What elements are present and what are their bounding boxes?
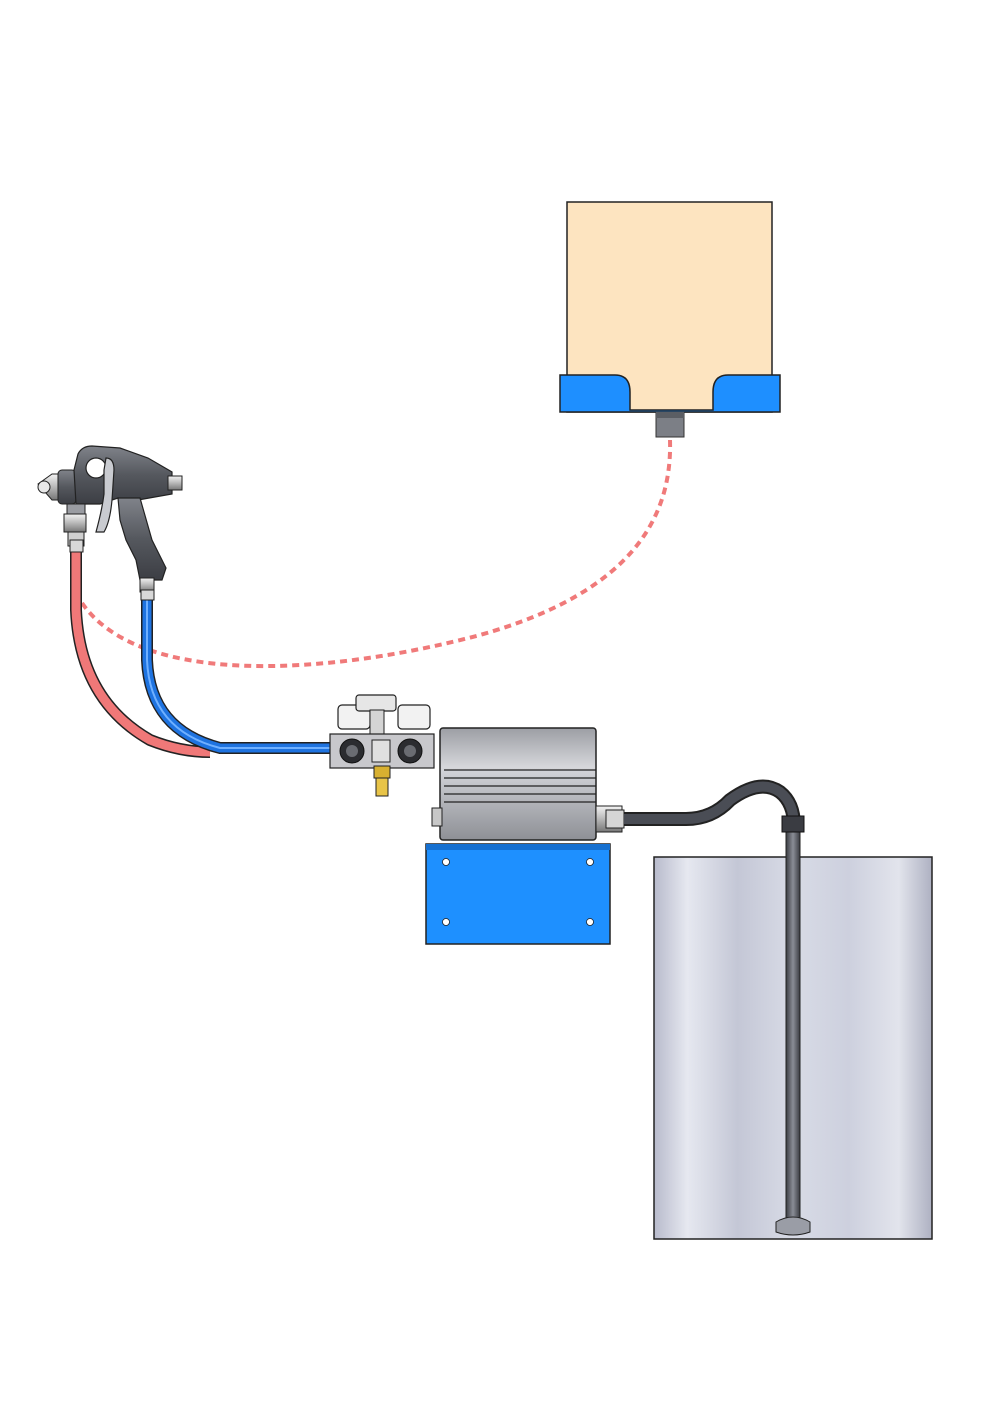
spray-gun-icon [37, 445, 183, 593]
red-fluid-hose [69, 539, 211, 758]
pressure-gauge-manifold [329, 694, 435, 797]
material-container [559, 201, 781, 438]
container-tray [559, 374, 781, 413]
suction-hose [624, 779, 801, 827]
drum [653, 815, 933, 1240]
spray-gun [37, 445, 183, 593]
pump [425, 727, 625, 945]
pressure-gauge-manifold-icon [329, 694, 435, 797]
suction-tube [785, 825, 801, 1222]
pump-icon [425, 727, 625, 945]
foot-valve [775, 1216, 811, 1236]
blue-air-hose [140, 589, 330, 754]
return-line-dashed [75, 439, 673, 669]
